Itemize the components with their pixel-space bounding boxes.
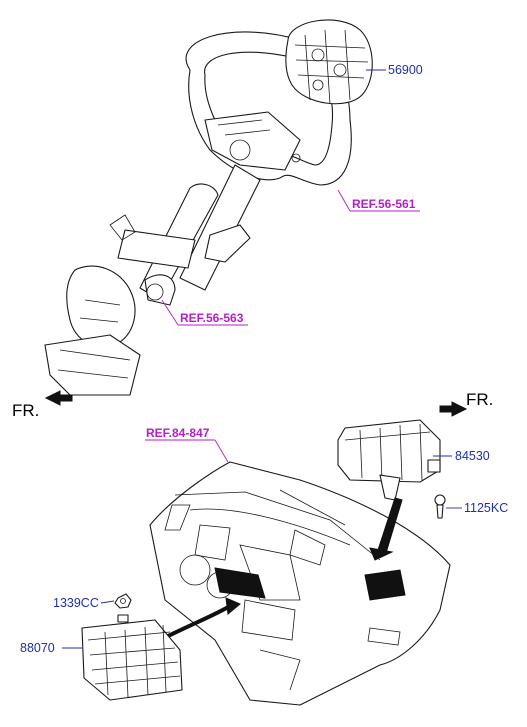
part-number-56900: 56900 xyxy=(388,63,423,77)
driver-airbag-module xyxy=(285,19,373,105)
part-number-1339cc: 1339CC xyxy=(53,596,99,610)
front-direction-label-right: FR. xyxy=(466,390,493,409)
reference-84-847: REF.84-847 xyxy=(146,426,210,440)
leader-lines xyxy=(62,69,462,649)
reference-56-563: REF.56-563 xyxy=(180,311,244,325)
reference-links xyxy=(145,189,420,463)
mounting-bolt xyxy=(434,494,446,519)
part-number-1125kc: 1125KC xyxy=(464,501,508,515)
reference-56-561: REF.56-561 xyxy=(352,197,416,211)
part-number-84530: 84530 xyxy=(455,449,490,463)
control-module-88070 xyxy=(81,614,183,701)
front-direction-label-left: FR. xyxy=(12,401,39,420)
passenger-airbag-module xyxy=(337,419,441,501)
airbag-deployment-door-block xyxy=(214,567,406,601)
mounting-nut xyxy=(114,593,132,609)
part-number-88070: 88070 xyxy=(20,641,55,655)
front-arrow-left-icon xyxy=(44,390,73,406)
front-arrow-right-icon xyxy=(439,401,468,417)
crash-pad-dashboard xyxy=(149,461,451,706)
steering-column xyxy=(44,164,261,396)
